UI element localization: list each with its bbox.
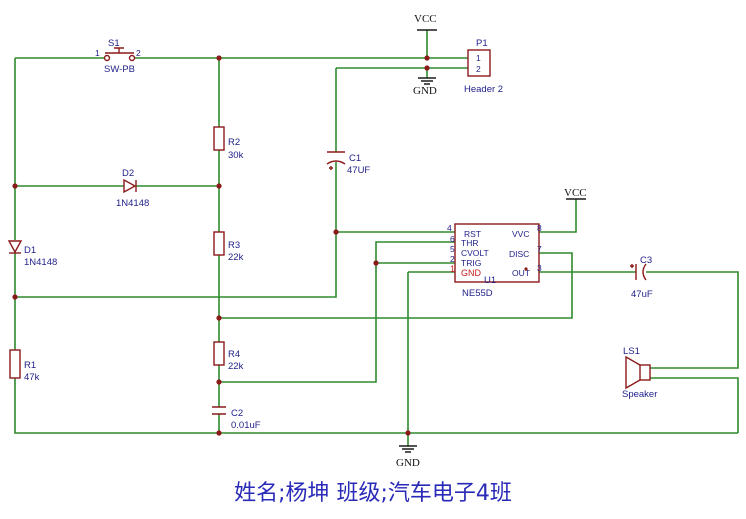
header-p1: 1 2 P1 Header 2 (464, 38, 503, 95)
u1-pin-thr: THR (461, 238, 478, 248)
vcc-right-label: VCC (564, 187, 587, 199)
capacitor-c1: C1 47UF (326, 151, 370, 176)
c2-ref: C2 (231, 408, 243, 419)
u1-pin-5-num: 5 (450, 244, 455, 254)
d1-ref: D1 (24, 245, 36, 256)
u1-value: NE55D (462, 288, 493, 299)
c1-ref: C1 (349, 153, 361, 164)
u1-pin-7-num: 7 (537, 244, 542, 254)
junction-dots (12, 55, 430, 436)
diode-d2: D2 1N4148 (116, 168, 149, 209)
ls1-value: Speaker (622, 389, 657, 400)
resistor-r2: R2 30k (213, 126, 244, 161)
resistor-r1: R1 47k (9, 349, 40, 383)
u1-ref: U1 (484, 275, 496, 286)
r4-ref: R4 (228, 349, 240, 360)
p1-pin2: 2 (476, 64, 481, 74)
u1-pin-gnd: GND (461, 268, 482, 278)
gnd-top-label: GND (413, 85, 437, 97)
ls1-ref: LS1 (623, 346, 640, 357)
r2-ref: R2 (228, 137, 240, 148)
gnd-bottom-symbol: GND (396, 445, 420, 469)
u1-pin-6-num: 6 (450, 234, 455, 244)
c1-value: 47UF (347, 165, 370, 176)
r3-value: 22k (228, 252, 244, 263)
r1-value: 47k (24, 372, 40, 383)
u1-pin-1-num: 1 (450, 264, 455, 274)
r1-ref: R1 (24, 360, 36, 371)
p1-ref: P1 (476, 38, 488, 49)
d1-value: 1N4148 (24, 257, 57, 268)
u1-pin-4-num: 4 (447, 223, 452, 233)
c2-value: 0.01uF (231, 420, 261, 431)
u1-pin-disc: DISC (509, 249, 529, 259)
vcc-top-symbol: VCC (414, 13, 437, 31)
switch-s1: 1 2 S1 SW-PB (95, 38, 141, 75)
r2-value: 30k (228, 150, 244, 161)
capacitor-c2: C2 0.01uF (212, 406, 261, 431)
r3-ref: R3 (228, 240, 240, 251)
vcc-right-symbol: VCC (564, 187, 587, 200)
capacitor-c3: C3 47uF (630, 255, 653, 300)
u1-pin-8-num: 8 (537, 223, 542, 233)
p1-value: Header 2 (464, 84, 503, 95)
footer-caption: 姓名;杨坤 班级;汽车电子4班 (234, 481, 512, 506)
u1-pin-rst: RST (464, 229, 481, 239)
diode-d1: D1 1N4148 (7, 240, 57, 268)
resistor-r3: R3 22k (213, 231, 244, 263)
u1-pin-cvolt: CVOLT (461, 248, 489, 258)
d2-value: 1N4148 (116, 198, 149, 209)
c3-value: 47uF (631, 289, 653, 300)
gnd-bottom-label: GND (396, 457, 420, 469)
vcc-top-label: VCC (414, 13, 437, 25)
gnd-top-symbol: GND (413, 77, 437, 97)
wires (14, 30, 739, 446)
d2-ref: D2 (122, 168, 134, 179)
ic-u1: 4 6 5 2 1 RST THR CVOLT TRIG GND 8 7 3 V… (447, 223, 542, 299)
s1-ref: S1 (108, 38, 120, 49)
u1-pin-2-num: 2 (450, 254, 455, 264)
r4-value: 22k (228, 361, 244, 372)
c3-ref: C3 (640, 255, 652, 266)
u1-pin-trig: TRIG (461, 258, 481, 268)
s1-pin1: 1 (95, 48, 100, 58)
s1-pin2: 2 (136, 48, 141, 58)
u1-pin-3-num: 3 (537, 263, 542, 273)
resistor-r4: R4 22k (213, 341, 244, 372)
u1-pin-vvc: VVC (512, 229, 529, 239)
u1-pin-out: OUT (512, 268, 530, 278)
p1-pin1: 1 (476, 53, 481, 63)
speaker-ls1: LS1 Speaker (622, 346, 657, 400)
s1-value: SW-PB (104, 64, 135, 75)
